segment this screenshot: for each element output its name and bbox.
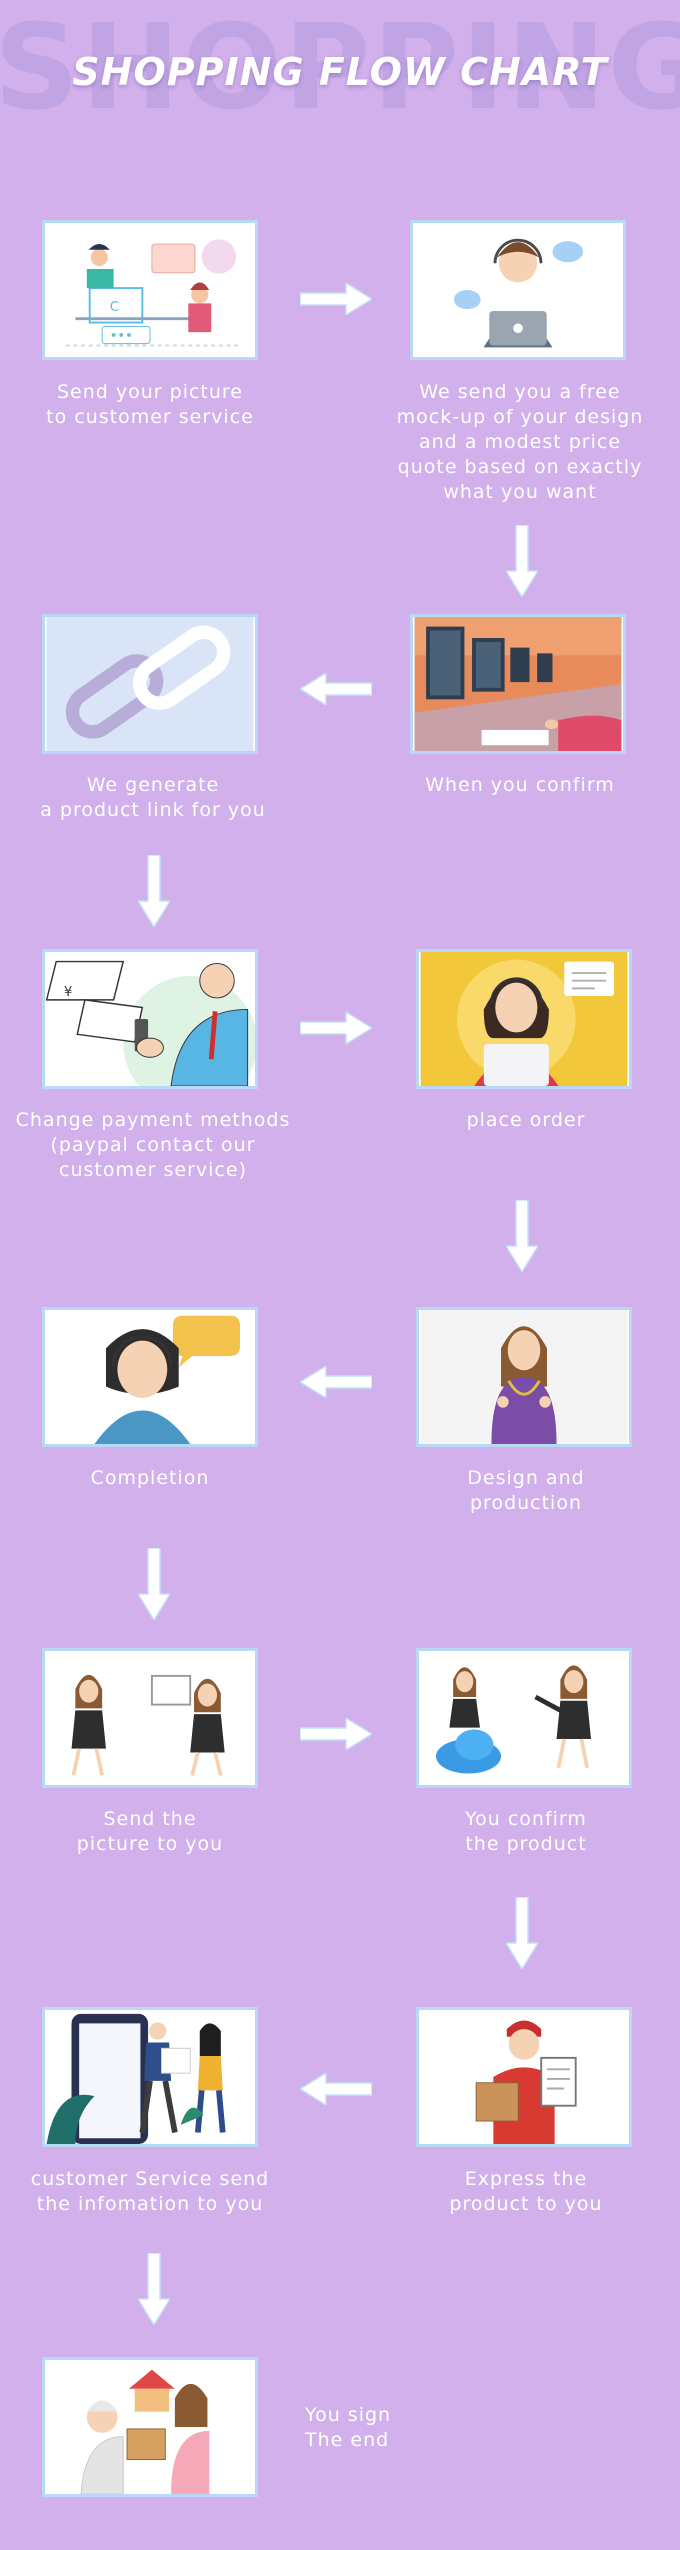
- step-3-caption: When you confirm: [425, 774, 615, 796]
- background-watermark-word: SHOPPING: [0, 0, 680, 136]
- arrow-right-1: [300, 283, 372, 315]
- payment-businessman-illustration: ¥: [45, 952, 255, 1086]
- arrow-down-2: [138, 855, 170, 927]
- step-10-image: [416, 1648, 632, 1788]
- women-cloud-illustration: [420, 1651, 628, 1785]
- step-8-image: [42, 1307, 258, 1447]
- phone-delivery-illustration: [46, 2010, 254, 2144]
- step-2-image: [410, 220, 626, 360]
- step-12-image: [42, 2007, 258, 2147]
- step-9-image: [42, 1648, 258, 1788]
- step-6-image: [416, 949, 632, 1089]
- arrow-right-3: [300, 1718, 372, 1750]
- step-11-caption: Express the product to you: [449, 2168, 603, 2215]
- computer-desk-illustration: [414, 617, 622, 751]
- step-4-caption: We generate a product link for you: [40, 774, 266, 821]
- step-7-caption: Design and production: [467, 1467, 585, 1514]
- chain-link-icon: [46, 617, 254, 751]
- operator-woman-laptop-illustration: [420, 952, 628, 1086]
- support-agent-speech-bubble-illustration: [46, 1310, 254, 1444]
- step-4-image: [42, 614, 258, 754]
- step-13-image: [42, 2357, 258, 2497]
- arrow-right-2: [300, 1012, 372, 1044]
- customer-service-chat-illustration: C: [65, 239, 239, 347]
- arrow-left-3: [300, 2073, 372, 2105]
- step-10-caption: You confirm the product: [465, 1808, 587, 1855]
- arrow-left-1: [300, 673, 372, 705]
- tailor-woman-illustration: [420, 1310, 628, 1444]
- step-5-image: ¥: [42, 949, 258, 1089]
- step-9-caption: Send the picture to you: [76, 1808, 224, 1855]
- arrow-down-6: [138, 2253, 170, 2325]
- step-5-caption: Change payment methods (paypal contact o…: [15, 1109, 291, 1181]
- women-presenting-board-illustration: [46, 1651, 254, 1785]
- arrow-down-3: [506, 1200, 538, 1272]
- step-12-caption: customer Service send the infomation to …: [30, 2168, 270, 2215]
- arrow-left-2: [300, 1366, 372, 1398]
- step-2-caption: We send you a free mock-up of your desig…: [396, 381, 644, 503]
- step-8-caption: Completion: [90, 1467, 210, 1489]
- delivery-man-box-illustration: [420, 2010, 628, 2144]
- step-3-image: [410, 614, 626, 754]
- step-1-image: C: [42, 220, 258, 360]
- svg-text:¥: ¥: [64, 985, 73, 1000]
- svg-text:C: C: [110, 300, 119, 315]
- arrow-down-4: [138, 1548, 170, 1620]
- step-11-image: [416, 2007, 632, 2147]
- package-handover-illustration: [46, 2360, 254, 2494]
- designer-headset-laptop-illustration: [453, 238, 584, 348]
- step-6-caption: place order: [466, 1109, 586, 1131]
- page-title: SHOPPING FLOW CHART: [72, 50, 608, 94]
- step-1-caption: Send your picture to customer service: [46, 381, 254, 428]
- arrow-down-1: [506, 525, 538, 597]
- step-13-caption: You sign The end: [305, 2404, 392, 2451]
- step-7-image: [416, 1307, 632, 1447]
- arrow-down-5: [506, 1897, 538, 1969]
